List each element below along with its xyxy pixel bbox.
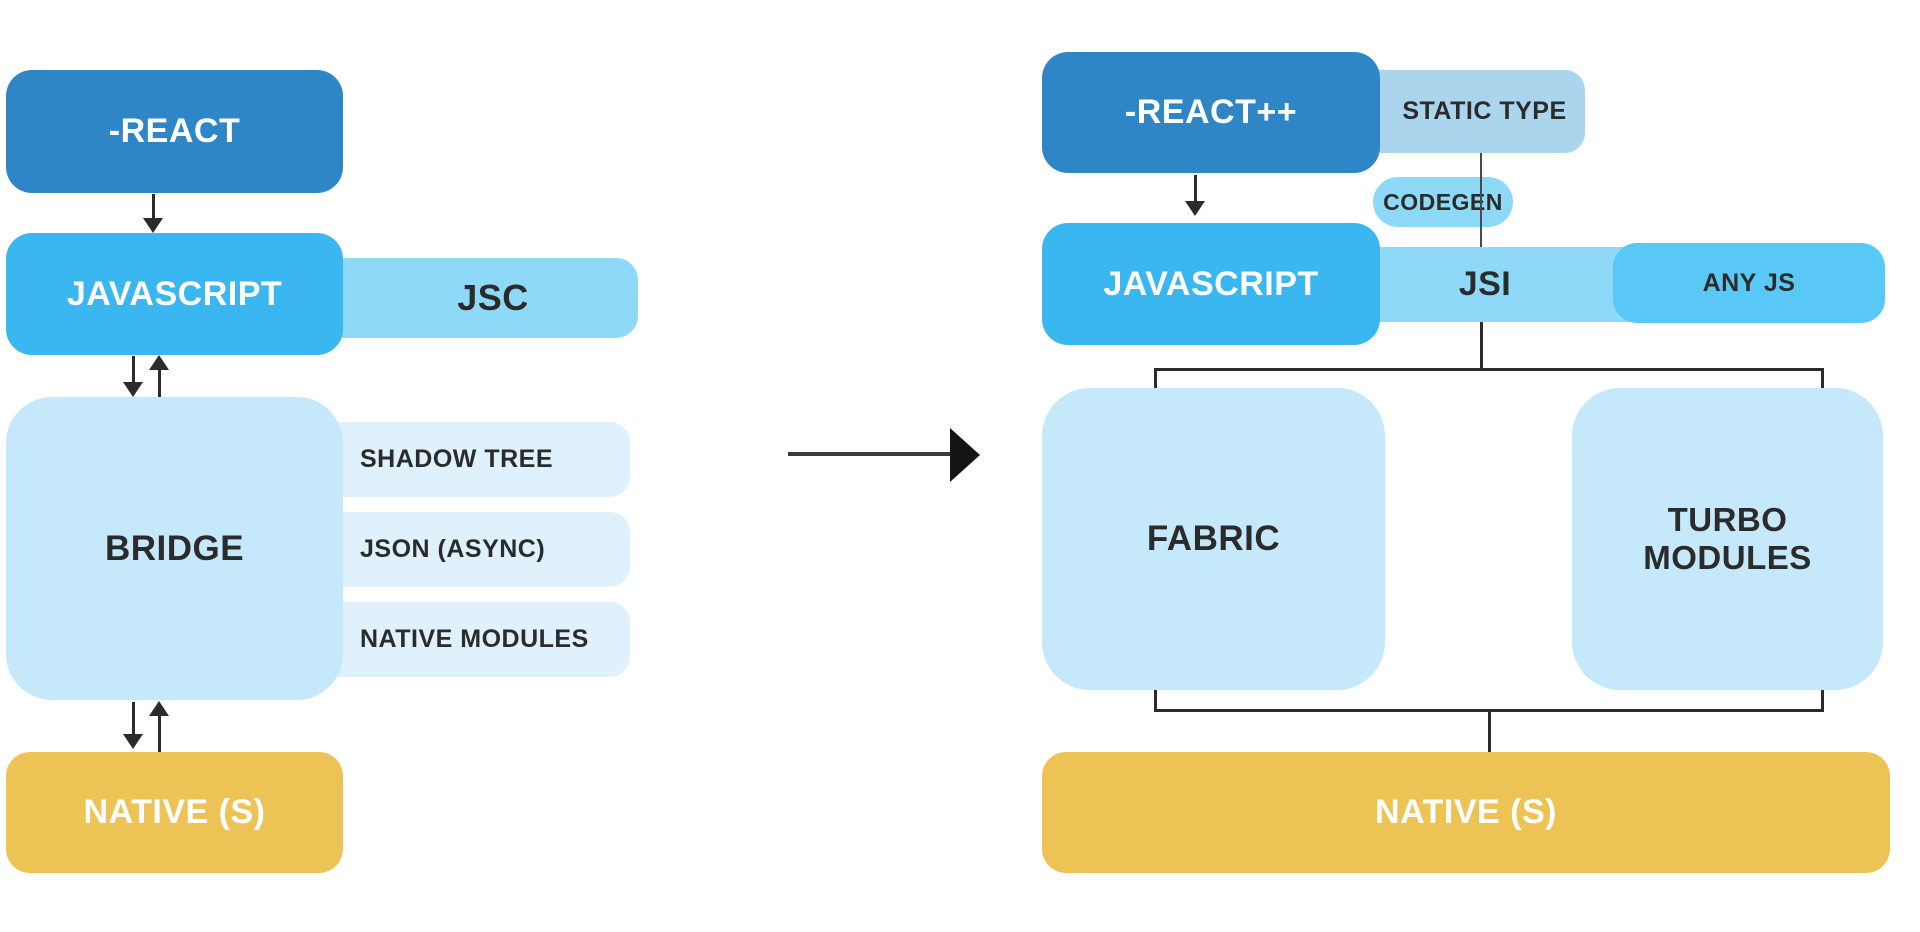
turbo-modules-label: TURBO MODULES xyxy=(1643,501,1812,576)
any-js-label: ANY JS xyxy=(1702,268,1796,297)
old-to-new-arrow-line xyxy=(788,452,952,456)
bridge-box: BRIDGE xyxy=(6,397,343,700)
arrow-react-to-javascript-head xyxy=(143,218,163,233)
json-async-label: JSON (ASYNC) xyxy=(360,535,546,563)
static-type-label: STATIC TYPE xyxy=(1402,97,1567,125)
line-static-type-to-jsi xyxy=(1480,153,1482,247)
arrow-reactpp-to-javascript-head xyxy=(1185,201,1205,216)
arrow-reactpp-to-javascript xyxy=(1194,175,1197,203)
codegen-badge: CODEGEN xyxy=(1373,177,1513,227)
turbo-modules-box: TURBO MODULES xyxy=(1572,388,1883,690)
arrow-bridge-to-native-down-head xyxy=(123,734,143,749)
right-javascript-box: JAVASCRIPT xyxy=(1042,223,1380,345)
connector-jsi-drop xyxy=(1480,322,1483,370)
right-react-box: -REACT++ xyxy=(1042,52,1380,173)
arrow-bridge-to-native-down xyxy=(132,702,135,736)
jsi-label: JSI xyxy=(1458,265,1512,303)
shadow-tree-label: SHADOW TREE xyxy=(360,445,553,473)
connector-to-fabric xyxy=(1154,368,1157,390)
left-native-label: NATIVE (S) xyxy=(83,793,266,831)
right-native-label: NATIVE (S) xyxy=(1375,793,1557,831)
static-type-badge: STATIC TYPE xyxy=(1340,70,1585,153)
left-native-box: NATIVE (S) xyxy=(6,752,343,873)
left-react-box: -REACT xyxy=(6,70,343,193)
connector-turbo-drop xyxy=(1821,688,1824,712)
native-modules-label: NATIVE MODULES xyxy=(360,625,589,653)
right-native-box: NATIVE (S) xyxy=(1042,752,1890,873)
connector-to-native xyxy=(1488,709,1491,753)
connector-to-turbo xyxy=(1821,368,1824,390)
old-to-new-arrow-head xyxy=(950,428,980,482)
codegen-label: CODEGEN xyxy=(1383,188,1503,215)
right-javascript-label: JAVASCRIPT xyxy=(1103,264,1319,303)
arrow-js-to-bridge-down-head xyxy=(123,382,143,397)
connector-fabric-drop xyxy=(1154,688,1157,712)
any-js-badge: ANY JS xyxy=(1613,243,1885,323)
left-react-label: -REACT xyxy=(108,112,241,150)
arrow-bridge-to-js-up xyxy=(158,369,161,398)
right-react-label: -REACT++ xyxy=(1124,93,1298,131)
left-javascript-box: JAVASCRIPT xyxy=(6,233,343,355)
fabric-label: FABRIC xyxy=(1146,519,1281,558)
bridge-label: BRIDGE xyxy=(104,528,245,568)
arrow-js-to-bridge-down xyxy=(132,356,135,384)
arrow-react-to-javascript xyxy=(152,194,155,220)
connector-top-horizontal xyxy=(1154,368,1824,371)
left-javascript-label: JAVASCRIPT xyxy=(66,274,283,313)
arrow-bridge-to-js-up-head xyxy=(149,355,169,370)
arrow-native-to-bridge-up xyxy=(158,715,161,752)
jsc-label: JSC xyxy=(457,277,529,318)
fabric-box: FABRIC xyxy=(1042,388,1385,690)
arrow-native-to-bridge-up-head xyxy=(149,701,169,716)
